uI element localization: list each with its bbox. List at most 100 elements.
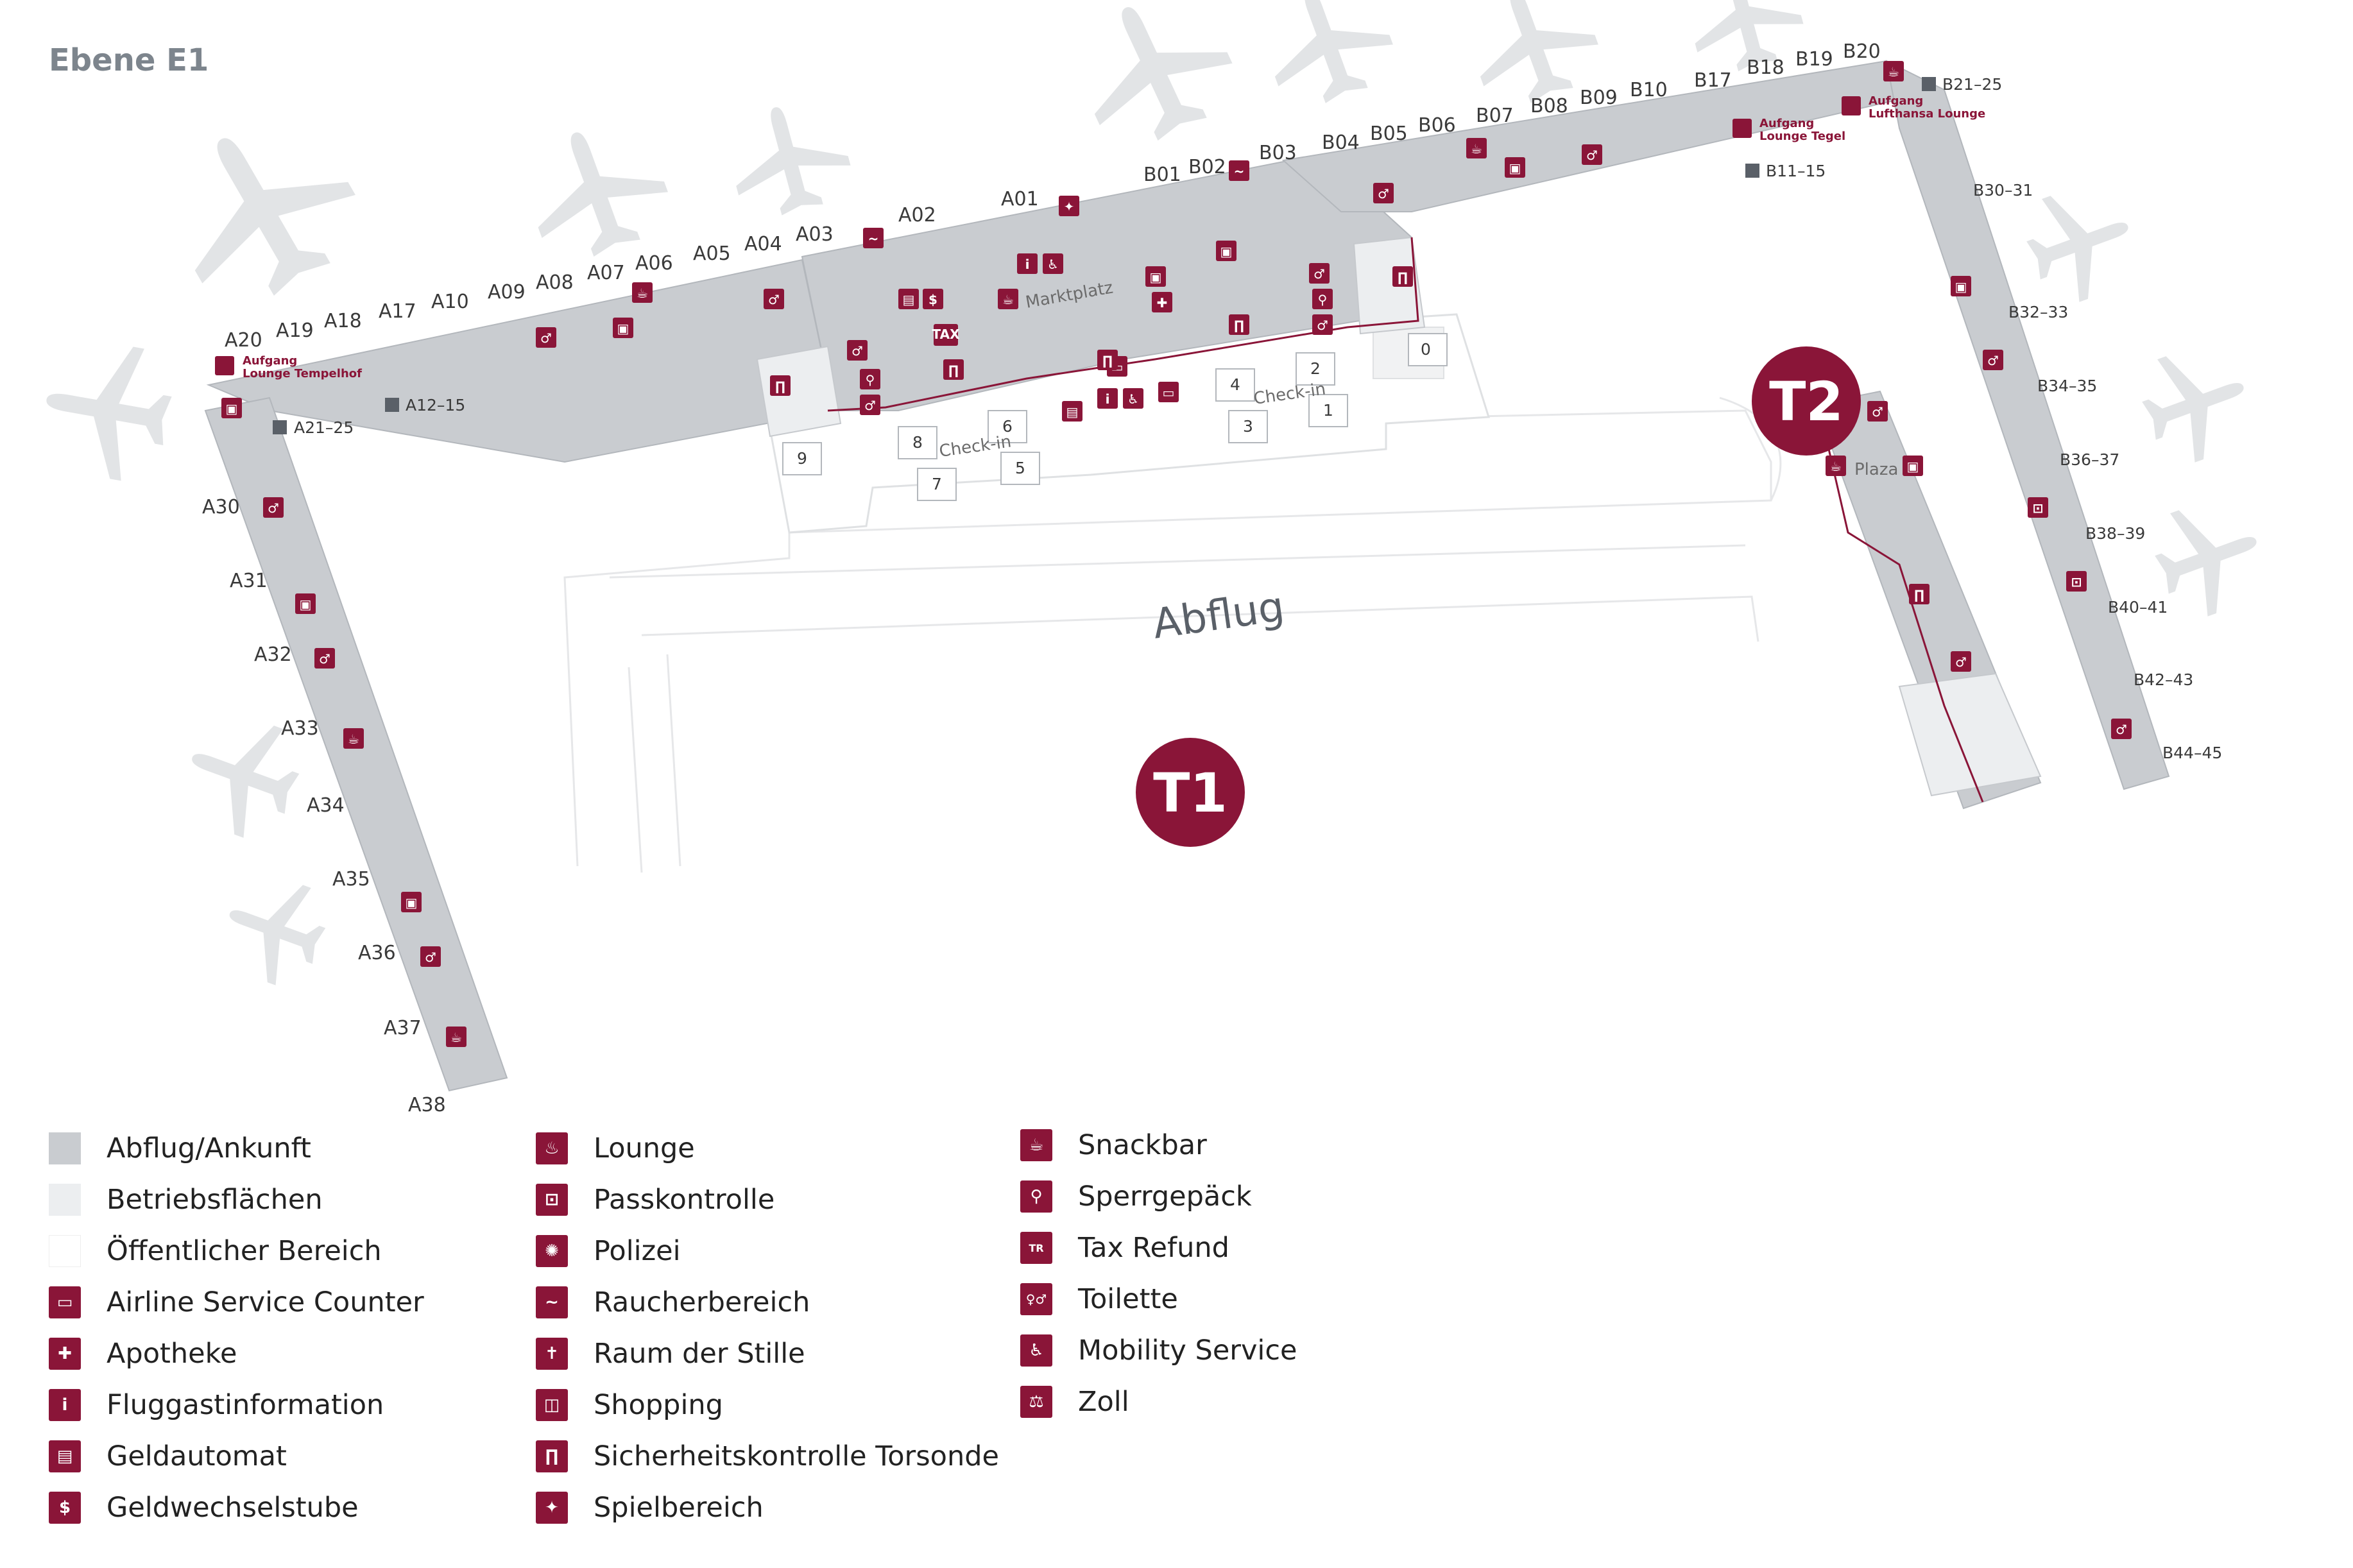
terminal-1-badge[interactable]: T1: [1136, 738, 1245, 847]
information-icon[interactable]: i: [1017, 253, 1038, 274]
toilet-icon[interactable]: ♂: [263, 497, 284, 518]
atm-icon[interactable]: ▤: [1062, 401, 1082, 422]
toilet-icon[interactable]: ♂: [2111, 719, 2132, 739]
currency-exchange-icon[interactable]: $: [923, 289, 943, 309]
gate-label: B19: [1795, 48, 1833, 71]
snackbar-icon[interactable]: ☕: [446, 1027, 466, 1047]
security-check-icon[interactable]: ∏: [943, 359, 964, 380]
shopping-icon[interactable]: ▣: [401, 892, 422, 912]
snackbar-icon[interactable]: ☕: [1883, 61, 1904, 81]
svg-text:Aufgang: Aufgang: [1869, 94, 1923, 108]
toilet-icon[interactable]: ♂: [1312, 314, 1333, 335]
tax-refund-icon[interactable]: TAX: [932, 324, 961, 346]
terminal-2-badge[interactable]: T2: [1752, 346, 1861, 456]
smoking-area-icon[interactable]: ~: [1229, 160, 1249, 181]
toilet-icon[interactable]: ♂: [1951, 651, 1971, 672]
bulky-baggage-icon[interactable]: ⚲: [1312, 289, 1333, 309]
gate-label: B36–37: [2060, 450, 2119, 469]
gate-label: A07: [587, 262, 625, 284]
security-check-icon[interactable]: ∏: [1392, 266, 1413, 287]
toilet-icon[interactable]: ♂: [420, 946, 441, 967]
shopping-icon[interactable]: ▣: [1951, 276, 1971, 296]
information-icon[interactable]: i: [1097, 388, 1118, 409]
svg-text:⚲: ⚲: [1318, 292, 1328, 307]
passport-control-icon[interactable]: ⊡: [2028, 497, 2048, 518]
shopping-icon[interactable]: ▣: [1216, 241, 1236, 261]
operational-swatch: [49, 1184, 81, 1216]
toilet-icon[interactable]: ♂: [847, 340, 868, 361]
toilet-icon[interactable]: ♂: [860, 395, 880, 415]
shopping-icon: ◫: [536, 1389, 568, 1421]
gate-label: A38: [408, 1094, 446, 1116]
svg-text:☕: ☕: [450, 1030, 462, 1045]
toilet-icon[interactable]: ♂: [1582, 144, 1602, 165]
security-check-icon[interactable]: ∏: [1229, 314, 1249, 335]
snackbar-icon[interactable]: ☕: [343, 728, 364, 749]
svg-text:▭: ▭: [1163, 385, 1175, 400]
svg-text:☕: ☕: [637, 285, 648, 301]
security-check-icon[interactable]: ∏: [1097, 350, 1118, 370]
snackbar-icon[interactable]: ☕: [998, 289, 1018, 309]
toilet-icon[interactable]: ♂: [1983, 350, 2003, 370]
gate-label: A10: [431, 291, 469, 313]
gate-label: B09: [1580, 87, 1618, 109]
shopping-icon[interactable]: ▣: [221, 398, 242, 418]
lounge-tempelhof-label[interactable]: Aufgang Lounge Tempelhof: [215, 354, 362, 380]
gates-a-top: A20 A19 A18 A17 A10 A09 A08 A07 A06 A05 …: [225, 188, 1039, 352]
pharmacy-icon[interactable]: ✚: [1152, 292, 1172, 312]
bulky-baggage-icon[interactable]: ⚲: [860, 369, 880, 389]
security-check-icon[interactable]: ∏: [770, 375, 791, 396]
gate-label: A35: [332, 868, 370, 891]
passport-control-icon[interactable]: ⊡: [2066, 571, 2087, 592]
legend-column-3: ☕ Snackbar ⚲ Sperrgepäck TR Tax Refund ♀…: [1020, 1120, 1534, 1427]
counter-3: 3: [1243, 417, 1253, 436]
gate-label: A01: [1001, 188, 1039, 210]
lounge-tegel-label[interactable]: Aufgang Lounge Tegel: [1733, 117, 1845, 143]
play-area-icon[interactable]: ✦: [1059, 196, 1079, 216]
svg-text:Lufthansa Lounge: Lufthansa Lounge: [1869, 107, 1985, 121]
snackbar-icon[interactable]: ☕: [1826, 456, 1846, 476]
svg-text:♂: ♂: [425, 950, 436, 965]
gate-label: B01: [1143, 164, 1181, 186]
shopping-icon[interactable]: ▣: [295, 593, 316, 614]
mobility-service-icon[interactable]: ♿: [1043, 253, 1063, 274]
gate-label: B32–33: [2008, 303, 2068, 321]
mobility-service-icon[interactable]: ♿: [1123, 388, 1143, 409]
snackbar-icon[interactable]: ☕: [1466, 138, 1487, 158]
gate-label: B07: [1476, 105, 1514, 127]
svg-text:⊡: ⊡: [2071, 574, 2082, 590]
snackbar-icon[interactable]: ☕: [632, 282, 653, 303]
shopping-icon[interactable]: ▣: [613, 318, 633, 338]
lounge-lufthansa-label[interactable]: Aufgang Lufthansa Lounge: [1842, 94, 1985, 121]
counter-5: 5: [1015, 459, 1025, 477]
toilet-icon[interactable]: ♂: [1867, 401, 1888, 422]
svg-text:▣: ▣: [1150, 269, 1162, 285]
atm-icon: ▤: [49, 1440, 81, 1472]
shopping-icon[interactable]: ▣: [1145, 266, 1166, 287]
pharmacy-icon: ✚: [49, 1338, 81, 1370]
bulky-baggage-icon: ⚲: [1020, 1180, 1052, 1213]
security-check-icon[interactable]: ∏: [1909, 584, 1929, 604]
atm-icon[interactable]: ▤: [898, 289, 919, 309]
shopping-icon[interactable]: ▣: [1903, 456, 1923, 476]
gate-label: B40–41: [2108, 598, 2168, 617]
legend-item-sicherheitskontrolle: ∏ Sicherheitskontrolle Torsonde: [536, 1431, 1049, 1482]
shopping-icon[interactable]: ▣: [1505, 157, 1525, 178]
abflug-label: Abflug: [1150, 583, 1287, 649]
toilet-icon[interactable]: ♂: [1309, 263, 1330, 284]
toilet-icon[interactable]: ♂: [764, 289, 784, 309]
svg-text:☕: ☕: [348, 731, 359, 747]
gate-label: B05: [1370, 123, 1408, 145]
toilet-icon[interactable]: ♂: [314, 648, 335, 669]
terminal-map[interactable]: 0 1 2 3 4 5 6 7 8 9 Check-in Check-in Ma…: [0, 0, 2353, 1116]
toilet-icon[interactable]: ♂: [1373, 183, 1394, 203]
gate-label: A34: [307, 794, 345, 817]
bus-gates: A21–25 A12–15 B11–15 B21–25: [273, 75, 2002, 437]
legend-item-raum-der-stille: ✝ Raum der Stille: [536, 1328, 1049, 1379]
toilet-icon[interactable]: ♂: [536, 327, 556, 348]
gate-label: B38–39: [2085, 524, 2145, 543]
svg-text:▣: ▣: [1220, 244, 1233, 259]
svg-text:∏: ∏: [1914, 587, 1924, 602]
airline-counter-icon[interactable]: ▭: [1158, 382, 1179, 402]
smoking-area-icon[interactable]: ~: [863, 228, 884, 248]
